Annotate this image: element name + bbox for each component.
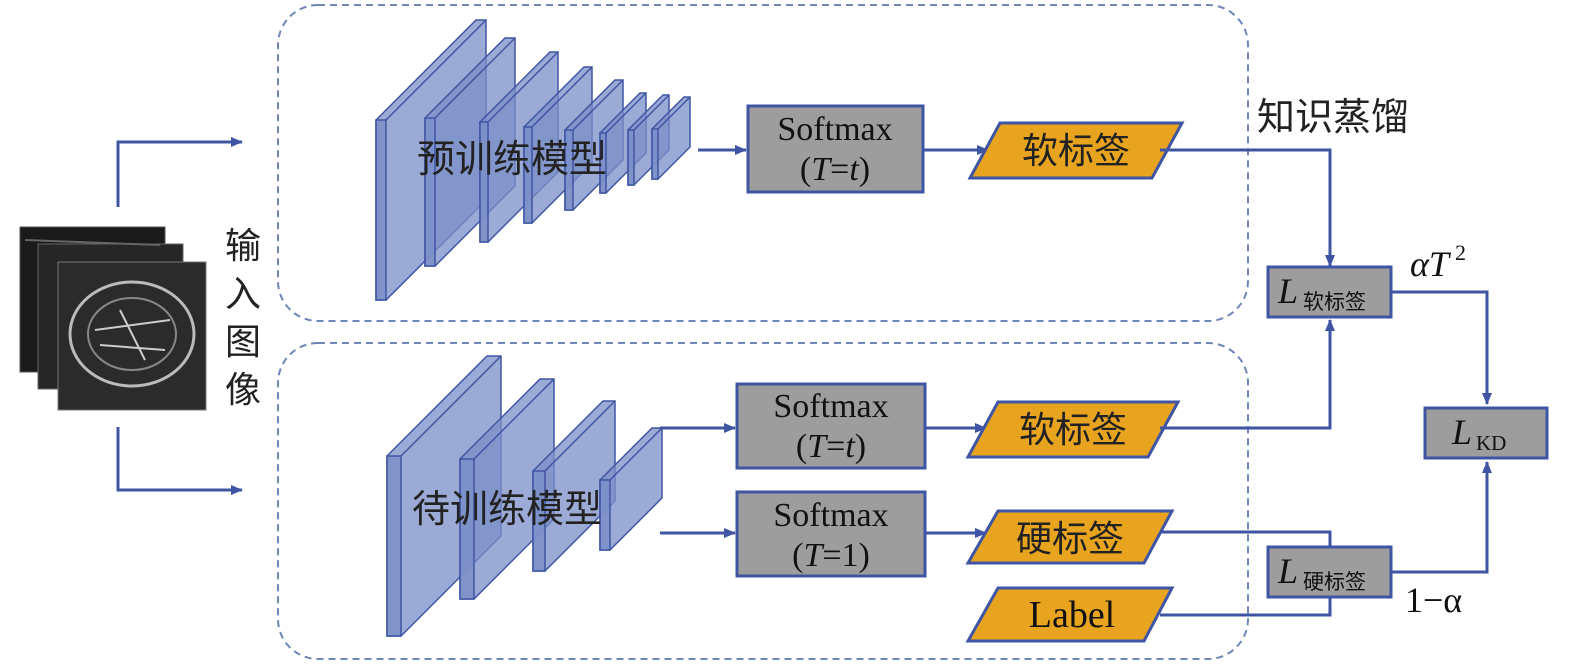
student-network-layers xyxy=(386,355,663,637)
knowledge-distillation-label: 知识蒸馏 xyxy=(1257,95,1409,139)
student-layer xyxy=(532,400,616,572)
hard-label-to-loss-line xyxy=(1160,530,1332,546)
student-model-container xyxy=(277,342,1249,660)
softmax-box-teacher: Softmax (T=t) xyxy=(746,104,925,194)
teacher-model-label: 预训练模型 xyxy=(417,137,607,181)
soft-loss-box: L 软标签 xyxy=(1266,265,1393,319)
hard-loss-subscript: 硬标签 xyxy=(1303,570,1366,594)
hard-label-student: 硬标签 xyxy=(965,509,1175,565)
softmax-box-student-t-title: Softmax xyxy=(773,388,888,425)
input-image-stack xyxy=(19,226,207,411)
input-image-label: 输入图像 xyxy=(225,226,261,411)
soft-loss-symbol: L xyxy=(1277,271,1298,311)
soft-loss-to-kd-arrow xyxy=(1391,290,1492,405)
teacher-soft-to-loss-arrow xyxy=(1160,148,1335,267)
softmax-box-student-t: Softmax (T=t) xyxy=(735,382,927,470)
hard-loss-box: L 硬标签 xyxy=(1266,545,1393,599)
soft-label-teacher: 软标签 xyxy=(967,121,1185,180)
soft-label-student: 软标签 xyxy=(965,400,1181,459)
softmax-box-student-t-temp: (T=t) xyxy=(796,428,866,465)
softmax-box-teacher-title: Softmax xyxy=(777,111,892,148)
student-layer xyxy=(386,355,502,637)
teacher-layer xyxy=(564,79,624,211)
softmax-box-teacher-temp: (T=t) xyxy=(800,151,870,188)
teacher-model-container xyxy=(277,4,1249,322)
student-layer xyxy=(599,427,663,551)
ground-truth-to-loss-line xyxy=(1160,598,1332,617)
input-to-student-arrow xyxy=(116,427,243,495)
ground-truth-label-text: Label xyxy=(1029,594,1116,636)
softmax-box-student-1-temp: (T=1) xyxy=(792,537,870,574)
hard-loss-weight: 1−α xyxy=(1405,580,1462,620)
soft-label-teacher-text: 软标签 xyxy=(1022,131,1130,172)
hard-label-student-text: 硬标签 xyxy=(1016,519,1124,560)
student-soft-to-loss-arrow xyxy=(1160,319,1335,430)
student-model-label: 待训练模型 xyxy=(412,487,602,531)
teacher-layer xyxy=(651,96,691,180)
hard-loss-to-kd-arrow xyxy=(1391,461,1492,574)
soft-label-student-text: 软标签 xyxy=(1019,410,1127,451)
input-to-teacher-arrow xyxy=(116,137,243,207)
softmax-box-student-1: Softmax (T=1) xyxy=(735,490,927,578)
soft-loss-subscript: 软标签 xyxy=(1303,290,1366,314)
kd-loss-symbol: L xyxy=(1451,412,1472,452)
kd-loss-box: L KD xyxy=(1423,406,1549,460)
ground-truth-label: Label xyxy=(965,586,1175,643)
softmax-box-student-1-title: Softmax xyxy=(773,497,888,534)
teacher-network-layers xyxy=(375,19,691,301)
hard-loss-symbol: L xyxy=(1277,551,1298,591)
kd-loss-subscript: KD xyxy=(1476,431,1506,455)
